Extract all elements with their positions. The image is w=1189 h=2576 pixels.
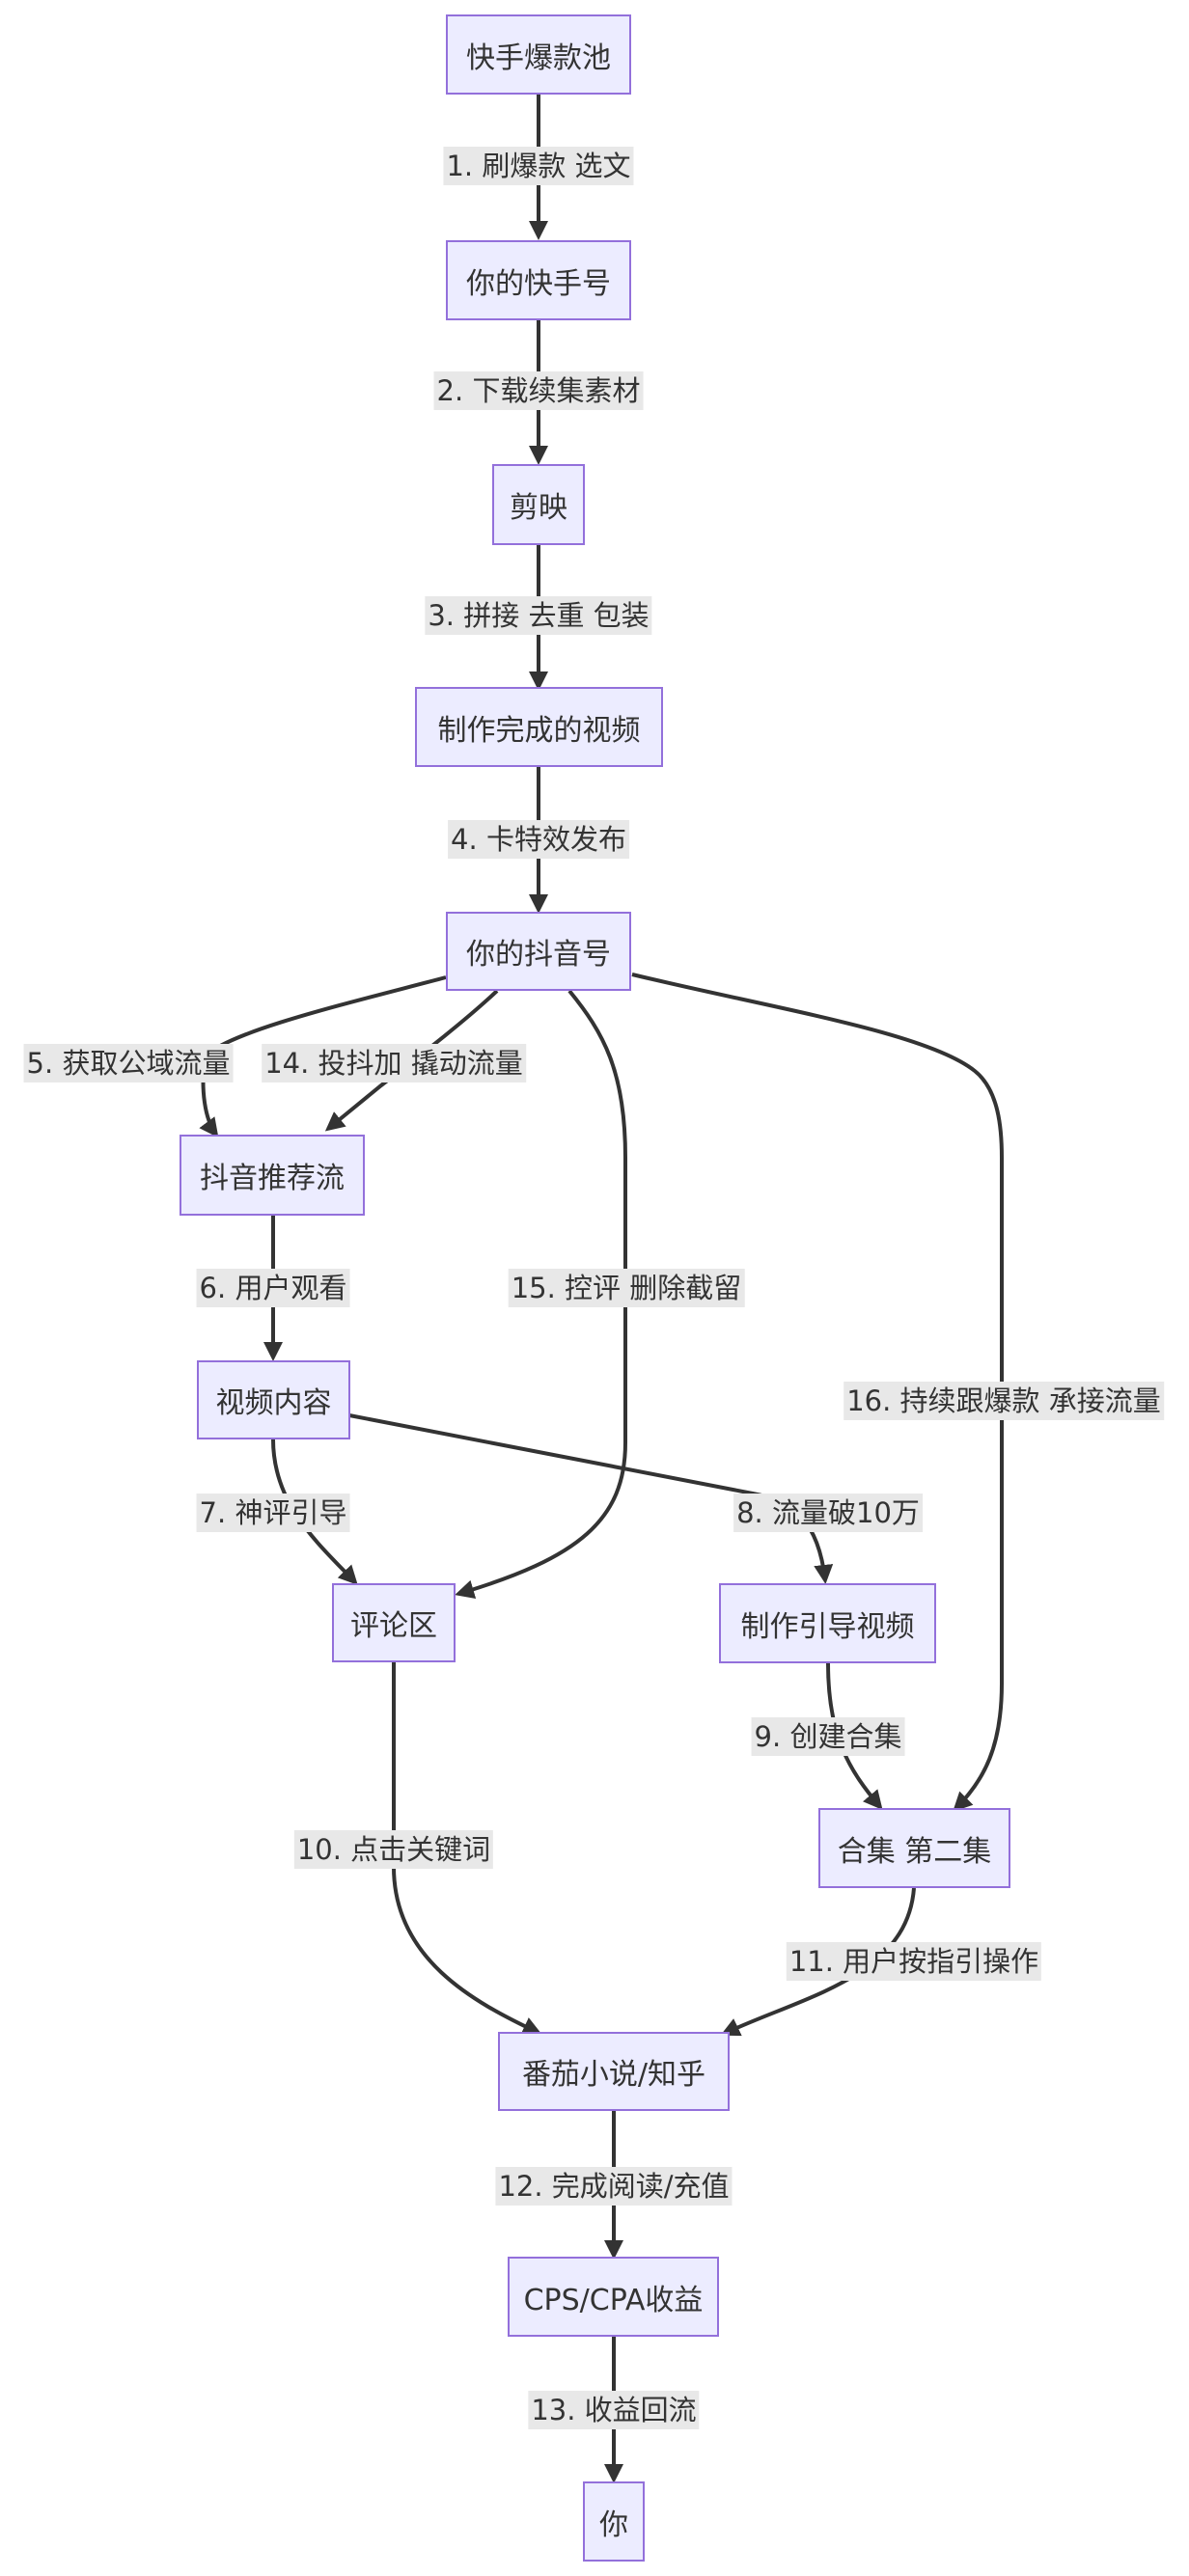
edge-label-8: 8. 流量破10万 (733, 1494, 923, 1532)
edge-label-2: 2. 下载续集素材 (433, 371, 644, 410)
node-cps-cpa: CPS/CPA收益 (508, 2257, 719, 2337)
node-kuaishou-pool: 快手爆款池 (446, 14, 631, 95)
edge-label-6: 6. 用户观看 (196, 1269, 350, 1307)
edge-16 (631, 973, 1004, 1812)
edge-label-7: 7. 神评引导 (196, 1494, 350, 1532)
node-kuaishou-account: 你的快手号 (446, 240, 631, 320)
node-guide-video: 制作引导视频 (719, 1583, 936, 1663)
edge-label-9: 9. 创建合集 (751, 1717, 905, 1756)
node-douyin-feed: 抖音推荐流 (180, 1135, 365, 1216)
edge-label-3: 3. 拼接 去重 包装 (425, 596, 652, 635)
edge-label-5: 5. 获取公域流量 (23, 1044, 234, 1082)
node-video-content: 视频内容 (197, 1360, 350, 1439)
edge-label-16: 16. 持续跟爆款 承接流量 (843, 1382, 1164, 1420)
edge-label-4: 4. 卡特效发布 (448, 820, 629, 859)
node-fanqie-zhihu: 番茄小说/知乎 (498, 2032, 730, 2111)
node-finished-video: 制作完成的视频 (415, 687, 663, 767)
node-you: 你 (583, 2481, 645, 2562)
edge-label-14: 14. 投抖加 撬动流量 (262, 1044, 526, 1082)
node-collection: 合集 第二集 (818, 1808, 1010, 1888)
edge-label-11: 11. 用户按指引操作 (786, 1942, 1042, 1981)
node-douyin-account: 你的抖音号 (446, 912, 631, 991)
edge-10 (392, 1662, 542, 2036)
edge-label-10: 10. 点击关键词 (293, 1830, 494, 1869)
edge-label-13: 13. 收益回流 (528, 2391, 700, 2429)
edge-label-15: 15. 控评 删除截留 (508, 1269, 745, 1307)
node-comments: 评论区 (332, 1583, 456, 1662)
edge-11 (720, 1887, 916, 2037)
edge-label-12: 12. 完成阅读/充值 (495, 2167, 733, 2206)
edge-label-1: 1. 刷爆款 选文 (443, 147, 634, 185)
edge-15 (455, 989, 627, 1600)
node-jianying: 剪映 (492, 464, 585, 545)
